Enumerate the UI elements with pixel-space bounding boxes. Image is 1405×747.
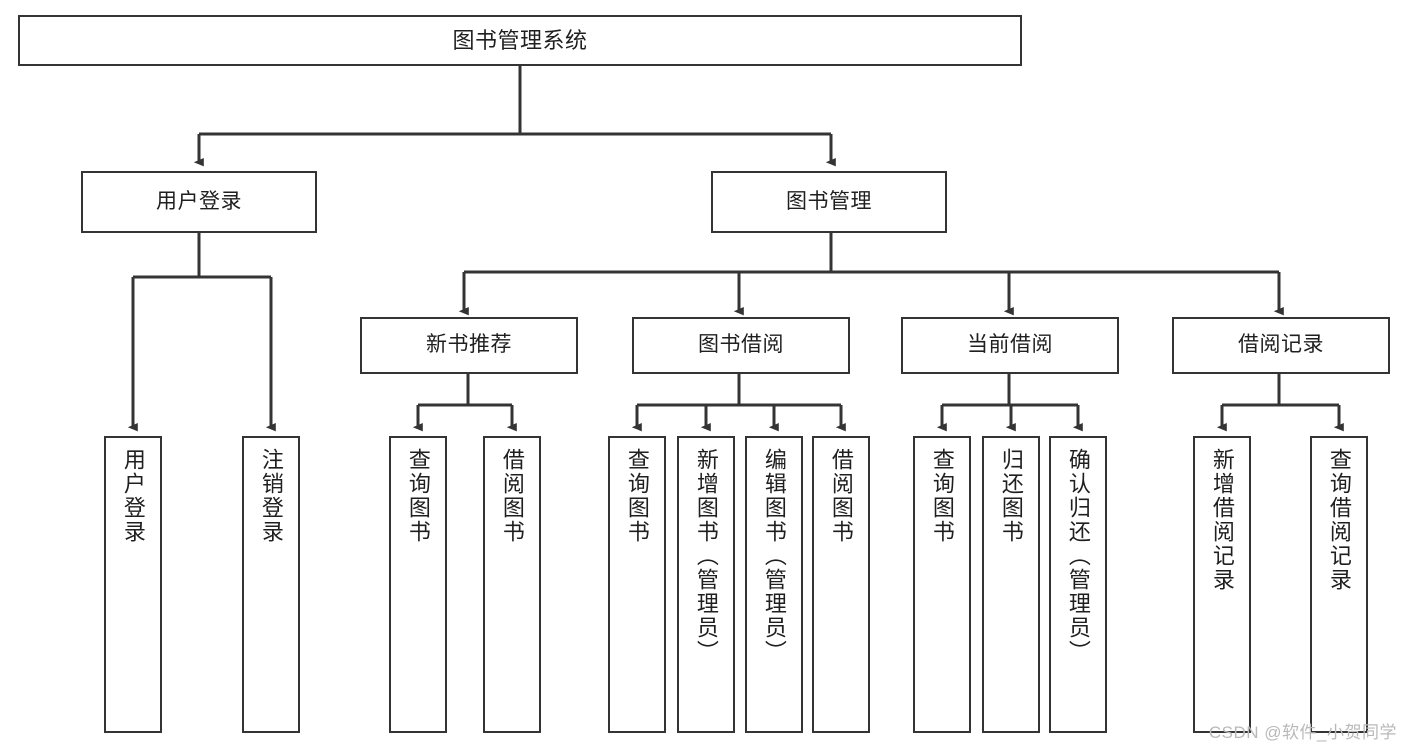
node-label: 借阅图书 bbox=[828, 448, 854, 544]
watermark: CSDN @软件_小贺同学 bbox=[1208, 723, 1397, 742]
leaf-logout[interactable]: 注销登录 bbox=[242, 436, 300, 733]
node-label: 编辑图书（管理员） bbox=[761, 448, 787, 664]
node-label: 用户登录 bbox=[120, 448, 146, 544]
node-label: 借阅图书 bbox=[499, 448, 525, 544]
node-new-book-recommendation[interactable]: 新书推荐 bbox=[360, 317, 578, 374]
node-label: 当前借阅 bbox=[967, 333, 1053, 357]
leaf-query-borrow-record[interactable]: 查询借阅记录 bbox=[1310, 436, 1368, 733]
node-label: 查询图书 bbox=[624, 448, 650, 544]
node-label: 查询图书 bbox=[929, 448, 955, 544]
leaf-return-book[interactable]: 归还图书 bbox=[982, 436, 1040, 733]
node-label: 查询借阅记录 bbox=[1326, 448, 1352, 592]
node-label: 借阅记录 bbox=[1238, 333, 1324, 357]
leaf-edit-book-admin[interactable]: 编辑图书（管理员） bbox=[745, 436, 803, 733]
node-label: 查询图书 bbox=[405, 448, 431, 544]
node-label: 图书管理系统 bbox=[452, 27, 588, 53]
leaf-query-book-borrow[interactable]: 查询图书 bbox=[608, 436, 666, 733]
leaf-add-book-admin[interactable]: 新增图书（管理员） bbox=[677, 436, 735, 733]
leaf-query-book-new-rec[interactable]: 查询图书 bbox=[389, 436, 447, 733]
node-label: 新增借阅记录 bbox=[1209, 448, 1235, 592]
node-book-borrowing[interactable]: 图书借阅 bbox=[632, 317, 850, 374]
node-root-book-management-system[interactable]: 图书管理系统 bbox=[18, 15, 1022, 66]
leaf-add-borrow-record[interactable]: 新增借阅记录 bbox=[1193, 436, 1251, 733]
node-label: 用户登录 bbox=[156, 189, 242, 213]
node-current-borrowing[interactable]: 当前借阅 bbox=[901, 317, 1119, 374]
node-label: 确认归还（管理员） bbox=[1065, 448, 1091, 664]
node-borrowing-records[interactable]: 借阅记录 bbox=[1172, 317, 1390, 374]
node-label: 新书推荐 bbox=[426, 333, 512, 357]
node-label: 归还图书 bbox=[998, 448, 1024, 544]
leaf-borrow-book[interactable]: 借阅图书 bbox=[812, 436, 870, 733]
node-book-management[interactable]: 图书管理 bbox=[711, 171, 947, 233]
node-label: 新增图书（管理员） bbox=[693, 448, 719, 664]
leaf-user-login[interactable]: 用户登录 bbox=[104, 436, 162, 733]
node-label: 图书管理 bbox=[786, 189, 872, 213]
node-label: 图书借阅 bbox=[698, 333, 784, 357]
leaf-query-book-current[interactable]: 查询图书 bbox=[913, 436, 971, 733]
node-user-login[interactable]: 用户登录 bbox=[81, 171, 317, 233]
node-label: 注销登录 bbox=[258, 448, 284, 544]
leaf-borrow-book-new-rec[interactable]: 借阅图书 bbox=[483, 436, 541, 733]
leaf-confirm-return-admin[interactable]: 确认归还（管理员） bbox=[1049, 436, 1107, 733]
